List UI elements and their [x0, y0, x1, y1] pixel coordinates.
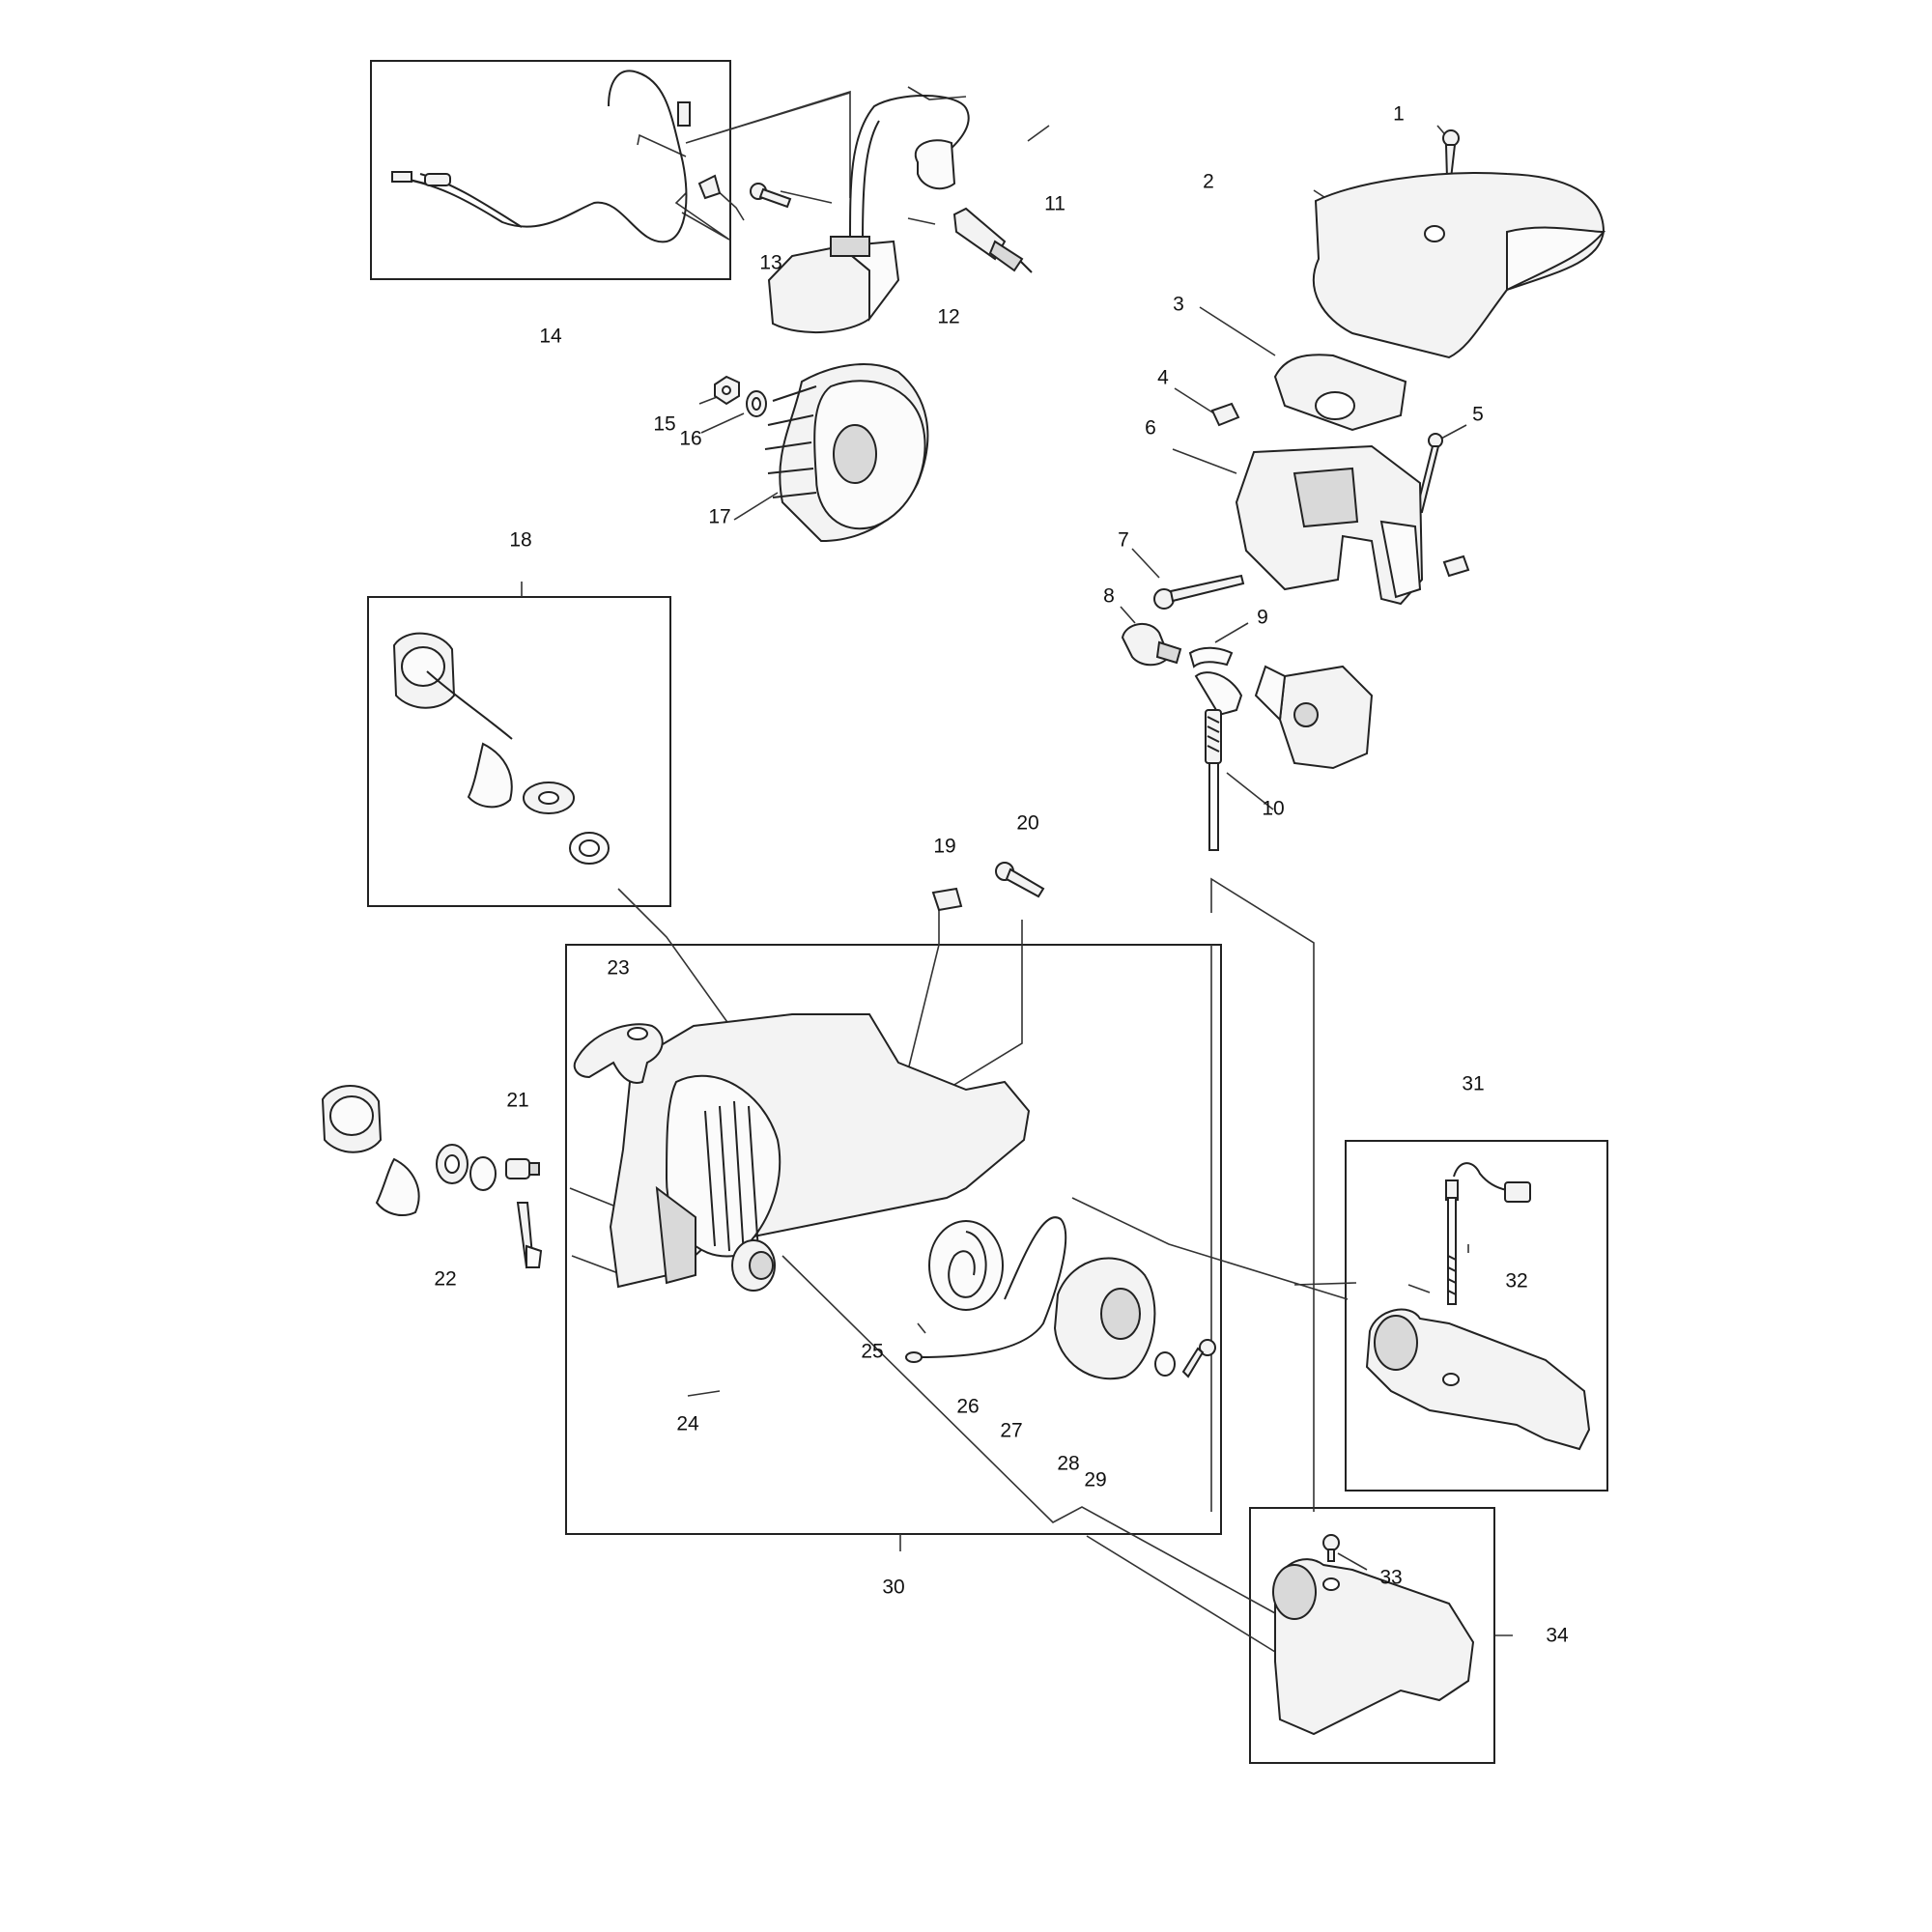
flywheel-part — [764, 363, 929, 543]
callout-15: 15 — [653, 413, 675, 436]
damper-24-part — [731, 1239, 776, 1292]
carburetor-part — [1254, 665, 1374, 770]
plate-3-part — [1273, 354, 1407, 432]
callout-25: 25 — [861, 1341, 883, 1363]
oil-cap-part — [392, 632, 610, 865]
callout-5: 5 — [1472, 404, 1484, 426]
oil-cap-box — [367, 596, 671, 907]
screw-29-part — [1181, 1339, 1216, 1378]
screw-33-part — [1322, 1534, 1340, 1562]
callout-3: 3 — [1173, 294, 1184, 316]
washer-28-part — [1154, 1351, 1176, 1377]
top-cover-part — [1313, 172, 1606, 359]
oil-cap-left-part — [321, 1085, 497, 1216]
callout-21: 21 — [506, 1090, 528, 1112]
hose-9-part — [1188, 646, 1234, 668]
callout-1: 1 — [1393, 103, 1405, 126]
ignition-coil-part — [767, 95, 970, 333]
bolt-7-part — [1153, 574, 1245, 610]
starter-handle-part — [573, 1023, 664, 1084]
starter-housing-part — [609, 1013, 1031, 1289]
fuel-tank-part — [1272, 1558, 1475, 1736]
oil-filter-21-part — [505, 1158, 540, 1179]
callout-34: 34 — [1546, 1625, 1569, 1647]
ignition-wire-box — [370, 60, 731, 280]
callout-26: 26 — [956, 1396, 979, 1418]
clip-19-part — [931, 887, 963, 912]
callout-31: 31 — [1462, 1073, 1484, 1095]
callout-10: 10 — [1262, 798, 1284, 820]
callout-13: 13 — [759, 252, 781, 274]
callout-14: 14 — [539, 326, 562, 348]
callout-18: 18 — [509, 529, 531, 552]
callout-23: 23 — [607, 957, 629, 980]
callout-7: 7 — [1118, 529, 1129, 552]
ignition-wire-part — [391, 70, 722, 243]
screw-5-part — [1414, 433, 1443, 513]
callout-30: 30 — [882, 1577, 904, 1599]
callout-29: 29 — [1084, 1469, 1106, 1492]
starter-rope-part — [905, 1216, 1067, 1363]
callout-11: 11 — [1044, 193, 1065, 215]
callout-12: 12 — [937, 306, 959, 328]
oil-pump-tube-part — [1445, 1162, 1531, 1305]
recoil-spring-part — [928, 1220, 1004, 1311]
callouts: 1 2 3 4 5 6 7 8 9 10 11 12 13 14 15 16 1… — [434, 103, 1569, 1647]
oil-tank-box — [1345, 1140, 1608, 1492]
clip-4-part — [1210, 402, 1470, 578]
air-box-part — [1235, 444, 1424, 606]
oil-tank-part — [1365, 1308, 1591, 1451]
bolt-20-part — [995, 862, 1045, 898]
screw-13-part — [750, 183, 792, 209]
callout-19: 19 — [933, 836, 955, 858]
spark-plug-part — [952, 207, 1033, 273]
nut-15-part — [714, 375, 740, 406]
screw-1-part — [1442, 129, 1460, 180]
callout-17: 17 — [708, 506, 730, 528]
callout-4: 4 — [1157, 367, 1169, 389]
callout-33: 33 — [1379, 1567, 1402, 1589]
callout-9: 9 — [1257, 607, 1268, 629]
primer-bulb-part — [1121, 623, 1182, 667]
callout-2: 2 — [1203, 171, 1214, 193]
callout-20: 20 — [1016, 812, 1038, 835]
callout-8: 8 — [1103, 585, 1115, 608]
callout-16: 16 — [679, 428, 701, 450]
callout-6: 6 — [1145, 417, 1156, 440]
washer-16-part — [746, 390, 767, 417]
fuel-tank-box — [1249, 1507, 1495, 1764]
starter-housing-box — [565, 944, 1222, 1535]
callout-32: 32 — [1505, 1270, 1527, 1293]
clip-22-part — [516, 1202, 543, 1269]
callout-27: 27 — [1000, 1420, 1022, 1442]
callout-22: 22 — [434, 1268, 456, 1291]
callout-24: 24 — [676, 1413, 699, 1435]
fuel-pipe-part — [1194, 671, 1243, 851]
callout-28: 28 — [1057, 1453, 1079, 1475]
pulley-27-part — [1053, 1257, 1156, 1380]
